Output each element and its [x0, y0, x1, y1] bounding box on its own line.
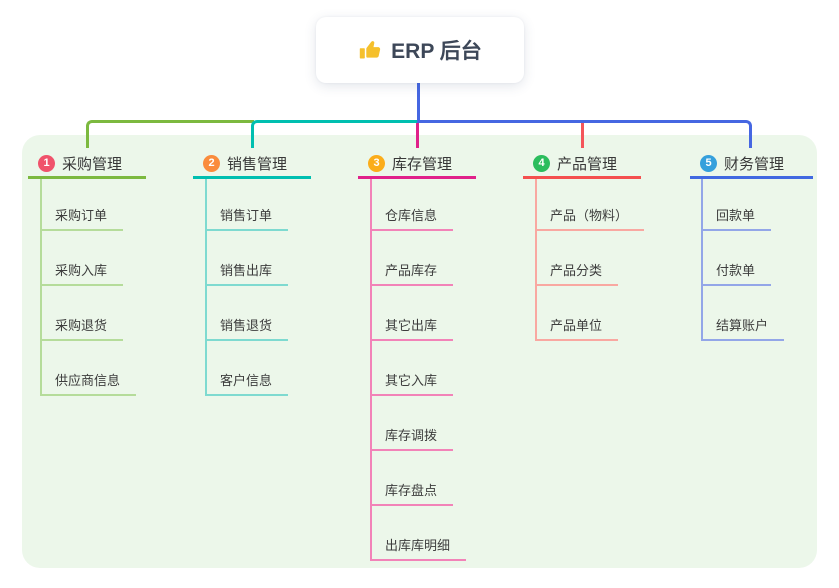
- node-receipt-bill[interactable]: 回款单: [701, 205, 772, 231]
- node-payment-bill[interactable]: 付款单: [701, 260, 772, 286]
- branch-child-line: [205, 179, 207, 396]
- node-outbound-detail[interactable]: 出库库明细: [370, 535, 467, 561]
- branch-label: 产品管理: [557, 155, 618, 173]
- node-supplier-info[interactable]: 供应商信息: [40, 370, 137, 396]
- node-product-material[interactable]: 产品（物料）: [535, 205, 645, 231]
- node-stock-count[interactable]: 库存盘点: [370, 480, 454, 506]
- node-sales-return[interactable]: 销售退货: [205, 315, 289, 341]
- node-other-inbound[interactable]: 其它入库: [370, 370, 454, 396]
- branch-number-badge: 3: [368, 154, 385, 172]
- branch-header-purchase[interactable]: 1 采购管理: [28, 150, 146, 179]
- node-product-stock[interactable]: 产品库存: [370, 260, 454, 286]
- branch-number-badge: 1: [38, 154, 55, 172]
- root-connector-line: [417, 83, 420, 123]
- branch-number-badge: 5: [700, 154, 717, 172]
- branch-header-product[interactable]: 4 产品管理: [523, 150, 641, 179]
- node-purchase-order[interactable]: 采购订单: [40, 205, 124, 231]
- connector-finance: [417, 120, 752, 148]
- node-purchase-inbound[interactable]: 采购入库: [40, 260, 124, 286]
- thumbs-up-icon: [358, 38, 382, 62]
- node-stock-transfer[interactable]: 库存调拨: [370, 425, 454, 451]
- branch-child-line: [535, 179, 537, 341]
- branch-label: 库存管理: [392, 155, 453, 173]
- node-customer-info[interactable]: 客户信息: [205, 370, 289, 396]
- branches-panel: [22, 135, 817, 568]
- branch-child-line: [40, 179, 42, 396]
- connector-purchase: [86, 120, 254, 148]
- node-product-unit[interactable]: 产品单位: [535, 315, 619, 341]
- root-node-erp[interactable]: ERP 后台: [316, 17, 524, 83]
- branch-child-line: [370, 179, 372, 561]
- node-sales-order[interactable]: 销售订单: [205, 205, 289, 231]
- root-node-label: ERP 后台: [391, 40, 482, 63]
- node-product-category[interactable]: 产品分类: [535, 260, 619, 286]
- connector-sales: [251, 120, 419, 148]
- branch-child-line: [701, 179, 703, 341]
- connector-inventory: [416, 123, 419, 148]
- connector-product: [581, 123, 584, 148]
- node-warehouse-info[interactable]: 仓库信息: [370, 205, 454, 231]
- node-other-outbound[interactable]: 其它出库: [370, 315, 454, 341]
- branch-number-badge: 4: [533, 154, 550, 172]
- branch-header-inventory[interactable]: 3 库存管理: [358, 150, 476, 179]
- branch-number-badge: 2: [203, 154, 220, 172]
- branch-label: 采购管理: [62, 155, 123, 173]
- node-sales-outbound[interactable]: 销售出库: [205, 260, 289, 286]
- branch-label: 销售管理: [227, 155, 288, 173]
- branch-label: 财务管理: [724, 155, 785, 173]
- node-purchase-return[interactable]: 采购退货: [40, 315, 124, 341]
- node-settlement-account[interactable]: 结算账户: [701, 315, 785, 341]
- branch-header-sales[interactable]: 2 销售管理: [193, 150, 311, 179]
- branch-header-finance[interactable]: 5 财务管理: [690, 150, 813, 179]
